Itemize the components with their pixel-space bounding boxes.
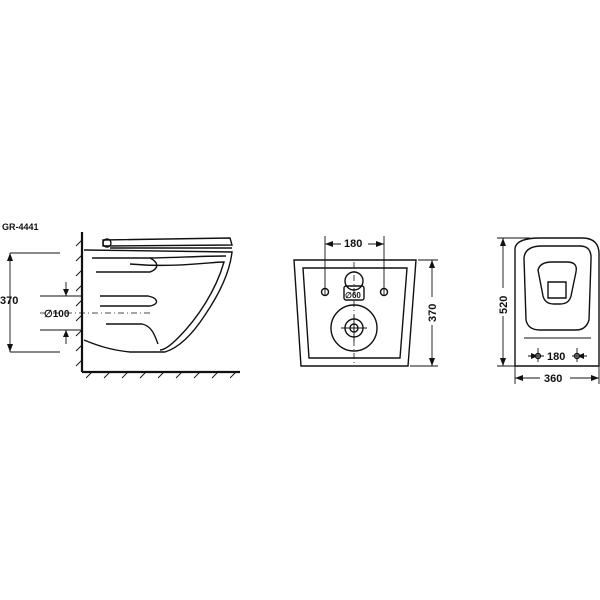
arrowhead xyxy=(429,260,435,268)
seat-lid xyxy=(102,237,233,247)
drain-hole xyxy=(547,281,567,299)
label-mask xyxy=(424,297,440,325)
rear-height-label: 370 xyxy=(427,304,439,322)
label-mask xyxy=(495,288,511,316)
model-code: GR-4441 xyxy=(2,222,39,232)
rear-inner-outline xyxy=(302,267,408,359)
arrowhead xyxy=(531,353,538,359)
arrowhead xyxy=(376,241,384,247)
bowl-inner xyxy=(129,261,225,351)
inlet-spout xyxy=(343,285,365,301)
arrowhead xyxy=(429,358,435,366)
arrowhead xyxy=(500,238,506,246)
top-width-label: 360 xyxy=(544,373,562,385)
arrowhead xyxy=(63,289,69,296)
rear-bolt-spacing-label: 180 xyxy=(344,238,362,250)
side-view: 370 ∅100 xyxy=(0,232,240,379)
arrowhead xyxy=(7,344,13,352)
top-bolt-spacing-label: 180 xyxy=(547,351,565,363)
side-height-label: 370 xyxy=(0,295,18,307)
seat-ring xyxy=(523,245,592,331)
wall-hatch xyxy=(75,239,83,367)
label-mask xyxy=(540,370,570,384)
top-length-label: 520 xyxy=(498,296,510,314)
bowl-outline xyxy=(83,249,233,353)
floor-hatch xyxy=(85,371,237,379)
bowl-opening xyxy=(537,261,577,305)
top-outline xyxy=(514,237,600,367)
arrowhead xyxy=(591,375,599,381)
inlet-diameter-label: ∅60 xyxy=(345,291,361,300)
outlet-diameter-label: ∅100 xyxy=(44,309,70,320)
arrowhead xyxy=(7,253,13,261)
outlet-channel-upper xyxy=(100,295,158,307)
rear-view: ∅60 180 370 xyxy=(293,236,440,367)
rim-line xyxy=(149,255,227,259)
arrowhead xyxy=(325,241,333,247)
outlet-channel-lower xyxy=(106,323,159,345)
top-view: 520 180 360 xyxy=(495,237,600,385)
arrowhead xyxy=(500,358,506,366)
rear-outline xyxy=(293,259,417,367)
arrowhead xyxy=(63,330,69,337)
label-mask xyxy=(544,349,572,362)
arrowhead xyxy=(577,353,584,359)
arrowhead xyxy=(515,375,523,381)
label-mask xyxy=(341,236,368,249)
